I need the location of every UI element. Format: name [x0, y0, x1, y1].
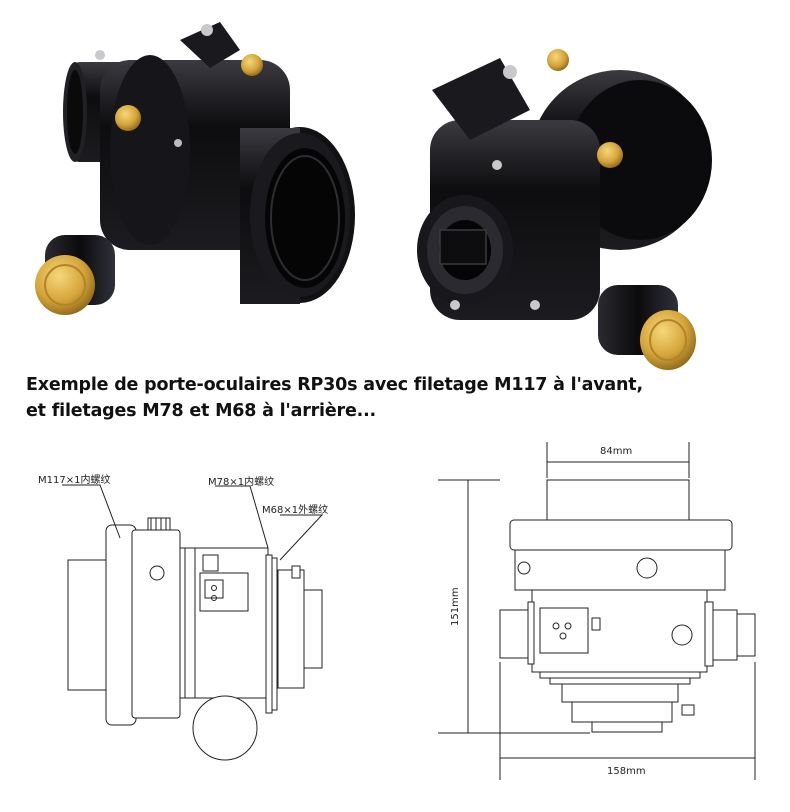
front-view-drawing: 84mm 151mm 158mm — [438, 442, 756, 780]
label-thread-front: M117×1内螺纹 — [38, 473, 110, 486]
label-thread-back: M68×1外螺纹 — [262, 503, 328, 516]
technical-drawings: M117×1内螺纹 M78×1内螺纹 M68×1外螺纹 — [38, 442, 756, 780]
caption: Exemple de porte-oculaires RP30s avec fi… — [26, 372, 766, 424]
side-view-drawing: M117×1内螺纹 M78×1内螺纹 M68×1外螺纹 — [38, 473, 328, 761]
caption-line-1: Exemple de porte-oculaires RP30s avec fi… — [26, 375, 643, 395]
dim-height: 151mm — [450, 587, 461, 626]
dim-width-bottom: 158mm — [607, 766, 646, 777]
focuser-photo-left — [35, 22, 355, 315]
product-photos — [35, 22, 712, 370]
label-thread-rear: M78×1内螺纹 — [208, 475, 274, 488]
focuser-photo-right — [417, 49, 712, 370]
caption-line-2: et filetages M78 et M68 à l'arrière... — [26, 401, 376, 421]
dim-width-top: 84mm — [600, 446, 632, 457]
